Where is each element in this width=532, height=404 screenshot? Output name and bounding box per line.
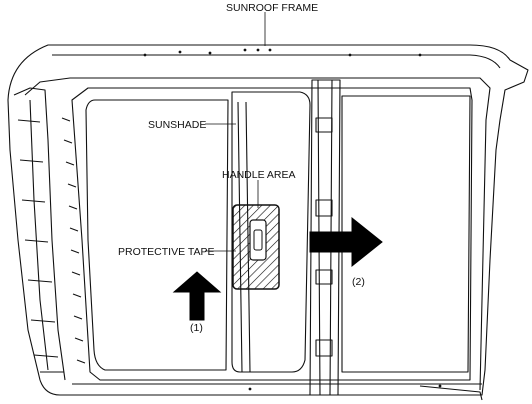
label-step1: (1) <box>190 322 203 334</box>
label-handle-area: HANDLE AREA <box>222 169 296 181</box>
label-sunshade: SUNSHADE <box>148 119 206 131</box>
glass-panel <box>85 99 229 371</box>
label-sunroof-frame: SUNROOF FRAME <box>226 2 318 14</box>
arrow-up-step1 <box>172 271 222 321</box>
handle <box>249 219 267 261</box>
frame-inner-edge <box>24 54 501 391</box>
right-opening <box>341 95 471 373</box>
sunshade <box>231 91 311 373</box>
left-rail-ribs <box>17 119 64 373</box>
center-rail-notches <box>315 117 333 357</box>
arrow-right-step2 <box>309 216 383 268</box>
inner-opening <box>71 87 473 381</box>
bottom-rail <box>72 383 483 401</box>
frame-outer <box>7 44 529 396</box>
label-step2: (2) <box>352 276 365 288</box>
label-protective-tape: PROTECTIVE TAPE <box>118 246 214 258</box>
left-ticks <box>61 117 86 364</box>
left-rail <box>13 87 66 381</box>
